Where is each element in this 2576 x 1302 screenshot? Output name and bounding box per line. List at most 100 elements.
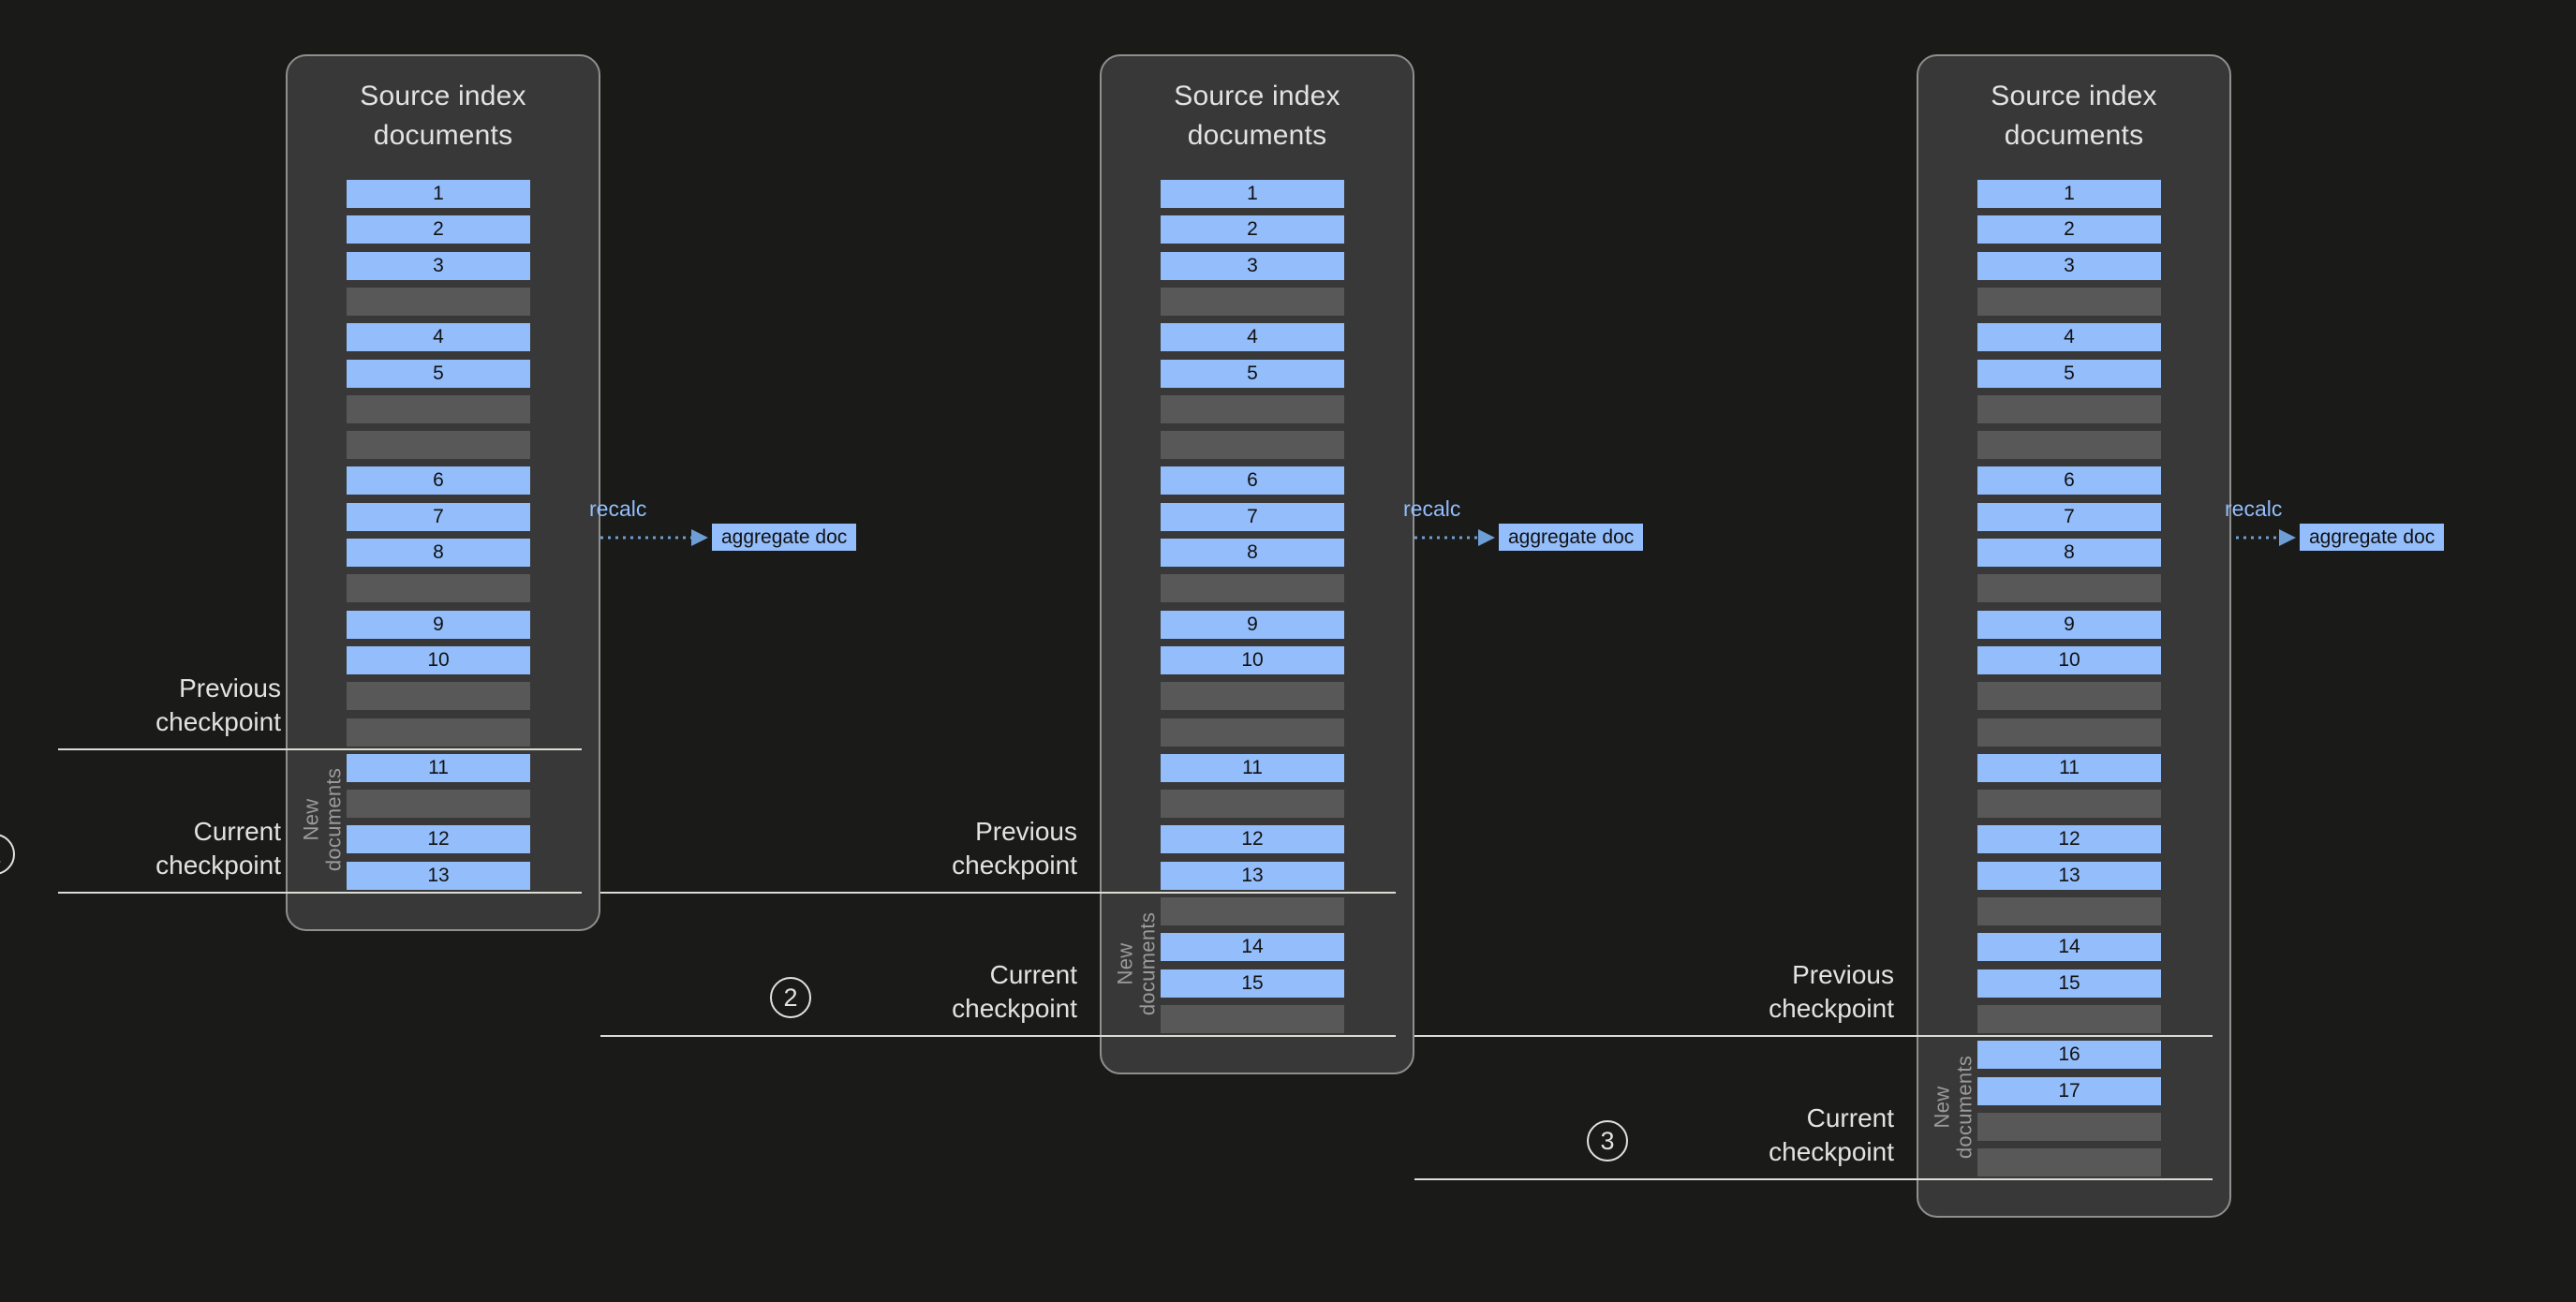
blank-row [347, 394, 530, 423]
document-row: 13 [1161, 861, 1344, 890]
new-documents-label-3: New documents [1930, 1055, 1976, 1159]
document-row: 4 [1161, 323, 1344, 352]
stage-badge-3: 3 [1587, 1120, 1628, 1162]
blank-row [1977, 394, 2161, 423]
document-row: 14 [1161, 933, 1344, 962]
document-row: 15 [1161, 969, 1344, 998]
document-row: 11 [347, 753, 530, 782]
document-row: 10 [1161, 645, 1344, 674]
new-documents-label-1: New documents [299, 768, 346, 872]
previous-checkpoint-line-2 [600, 892, 1396, 894]
current-checkpoint-label-2: Current checkpoint [952, 960, 1077, 1024]
recalc-label-2: recalc [1403, 496, 1461, 521]
document-row: 1 [1161, 180, 1344, 208]
document-row: 10 [1977, 645, 2161, 674]
aggregate-doc-box-3: aggregate doc [2300, 524, 2445, 551]
previous-checkpoint-label-1: Previous checkpoint [155, 673, 281, 736]
blank-row [1977, 1004, 2161, 1033]
current-checkpoint-line-1 [58, 892, 582, 894]
document-row: 12 [1977, 825, 2161, 854]
blank-row [347, 682, 530, 711]
document-row: 7 [347, 502, 530, 531]
blank-row [1161, 790, 1344, 819]
aggregate-doc-box-2: aggregate doc [1499, 524, 1644, 551]
previous-checkpoint-label-3: Previous checkpoint [1769, 960, 1894, 1024]
document-row: 9 [1161, 610, 1344, 639]
panel-title-3: Source index documents [1991, 81, 2157, 151]
blank-row [1161, 574, 1344, 603]
document-row: 9 [1977, 610, 2161, 639]
arrowhead-icon [1478, 529, 1495, 546]
document-row: 11 [1161, 753, 1344, 782]
blank-row [1161, 682, 1344, 711]
arrowhead-icon [691, 529, 708, 546]
stage-badge-2: 2 [770, 977, 811, 1019]
document-row: 13 [1977, 861, 2161, 890]
document-row: 6 [347, 466, 530, 496]
document-row: 17 [1977, 1076, 2161, 1105]
aggregate-doc-box-1: aggregate doc [712, 524, 857, 551]
document-row: 9 [347, 610, 530, 639]
document-row: 13 [347, 861, 530, 890]
document-row: 4 [1977, 323, 2161, 352]
document-row: 6 [1161, 466, 1344, 496]
blank-row [1977, 790, 2161, 819]
document-row: 2 [1161, 215, 1344, 244]
document-row: 2 [347, 215, 530, 244]
blank-row [1161, 1004, 1344, 1033]
document-row: 14 [1977, 933, 2161, 962]
blank-row [1161, 897, 1344, 925]
document-row: 5 [347, 359, 530, 388]
document-row: 3 [1161, 251, 1344, 280]
document-row: 1 [1977, 180, 2161, 208]
new-documents-label-2: New documents [1113, 911, 1160, 1015]
document-row: 4 [347, 323, 530, 352]
arrowhead-icon [2279, 529, 2296, 546]
blank-row [347, 718, 530, 747]
blank-row [347, 790, 530, 819]
document-row: 5 [1977, 359, 2161, 388]
blank-row [347, 431, 530, 460]
blank-row [1161, 394, 1344, 423]
current-checkpoint-line-3 [1414, 1178, 2213, 1181]
blank-row [1161, 431, 1344, 460]
document-row: 2 [1977, 215, 2161, 244]
document-row: 15 [1977, 969, 2161, 998]
document-row: 8 [1977, 539, 2161, 567]
current-checkpoint-label-1: Current checkpoint [155, 817, 281, 880]
previous-checkpoint-line-3 [1414, 1035, 2213, 1038]
document-row: 3 [1977, 251, 2161, 280]
current-checkpoint-line-2 [600, 1035, 1396, 1038]
blank-row [347, 287, 530, 316]
document-row: 12 [347, 825, 530, 854]
document-row: 12 [1161, 825, 1344, 854]
blank-row [1977, 431, 2161, 460]
blank-row [1977, 1148, 2161, 1177]
blank-row [347, 574, 530, 603]
blank-row [1977, 574, 2161, 603]
document-row: 8 [1161, 539, 1344, 567]
blank-row [1977, 682, 2161, 711]
blank-row [1161, 718, 1344, 747]
document-row: 3 [347, 251, 530, 280]
previous-checkpoint-line-1 [58, 747, 582, 750]
panel-title-2: Source index documents [1174, 81, 1340, 151]
document-row: 6 [1977, 466, 2161, 496]
blank-row [1977, 897, 2161, 925]
blank-row [1977, 718, 2161, 747]
document-row: 7 [1977, 502, 2161, 531]
document-row: 16 [1977, 1041, 2161, 1070]
blank-row [1977, 1112, 2161, 1141]
recalc-label-1: recalc [589, 496, 647, 521]
blank-row [1977, 287, 2161, 316]
stage-badge-1: 1 [0, 834, 15, 875]
current-checkpoint-label-3: Current checkpoint [1769, 1103, 1894, 1167]
blank-row [1161, 287, 1344, 316]
previous-checkpoint-label-2: Previous checkpoint [952, 817, 1077, 880]
document-row: 7 [1161, 502, 1344, 531]
panel-title-1: Source index documents [360, 81, 526, 151]
document-row: 10 [347, 645, 530, 674]
document-row: 11 [1977, 753, 2161, 782]
document-row: 1 [347, 180, 530, 208]
